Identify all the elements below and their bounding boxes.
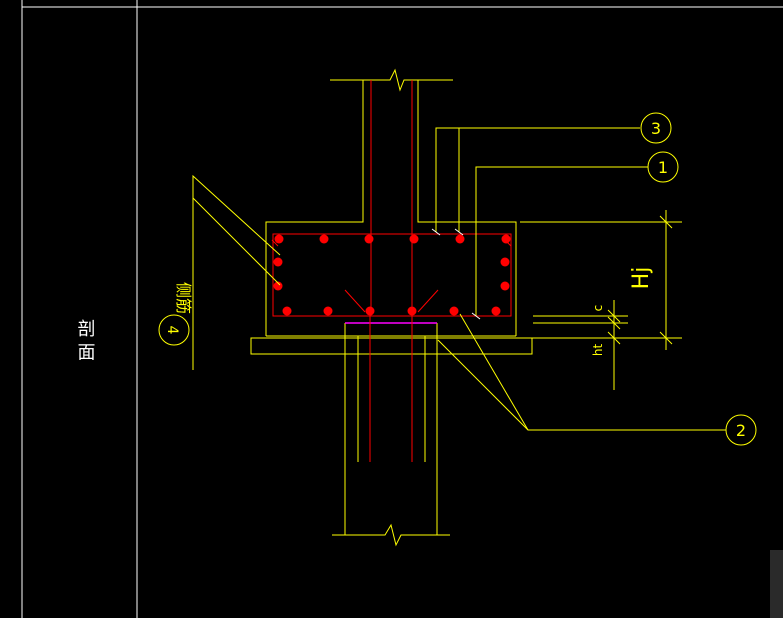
rebar-dot [319, 234, 329, 244]
section-label: 剖 面 [75, 319, 96, 361]
callout-1-label: 1 [658, 158, 668, 177]
rebar-dot [449, 306, 459, 316]
scrollbar-thumb[interactable] [770, 550, 783, 618]
callout-2-label: 2 [736, 421, 746, 440]
rebar-dot [282, 306, 292, 316]
rebar-dot [323, 306, 333, 316]
rebar-dot [500, 257, 510, 267]
rebar-dot [491, 306, 501, 316]
rebar-dot [365, 306, 375, 316]
rebar-dot [273, 257, 283, 267]
callout-3-label: 3 [651, 119, 661, 138]
drawing-frame [21, 0, 783, 618]
dimension-c: c [591, 305, 605, 312]
dimension-lines [520, 210, 682, 390]
callout-4-label: 4 [164, 326, 180, 335]
leader-lines [192, 127, 726, 431]
dimension-ht: ht [591, 344, 605, 357]
callout-4: 4 [158, 314, 190, 346]
rebar-bars [273, 234, 511, 316]
rebar-dot [409, 234, 419, 244]
rebar-dot [501, 234, 511, 244]
rebar-dot [407, 306, 417, 316]
callout-2: 2 [725, 414, 757, 446]
rebar-dot [274, 234, 284, 244]
rebar-dot [364, 234, 374, 244]
side-rebar-label: 侧筋 [174, 282, 193, 314]
rebar-dot [455, 234, 465, 244]
callout-3: 3 [640, 112, 672, 144]
rebar-dot [500, 281, 510, 291]
callout-1: 1 [647, 151, 679, 183]
concrete-outline [250, 68, 533, 547]
dimension-hj: Hj [629, 267, 654, 290]
rebar-dot [273, 281, 283, 291]
rebar-lines [271, 80, 512, 462]
leader-ticks [431, 228, 481, 320]
